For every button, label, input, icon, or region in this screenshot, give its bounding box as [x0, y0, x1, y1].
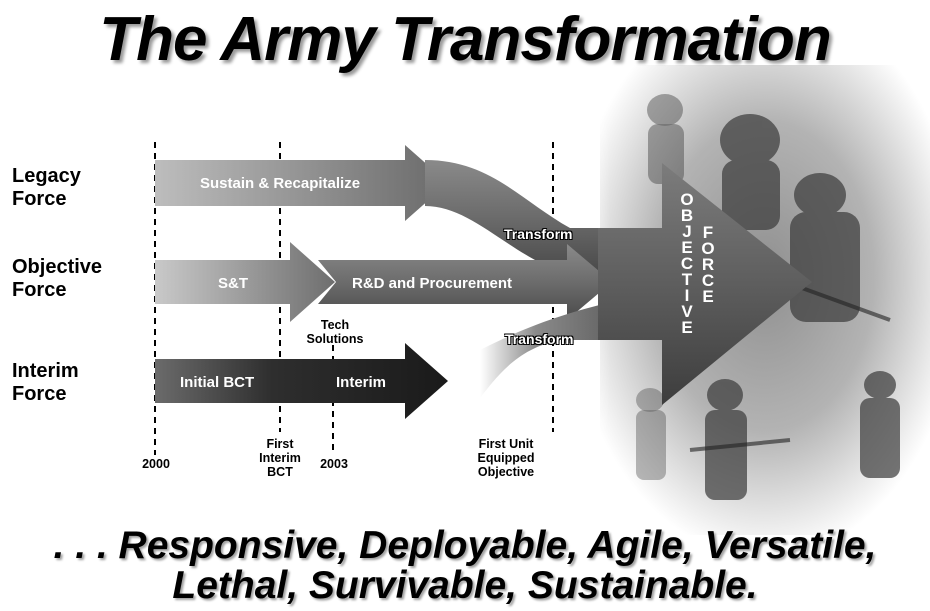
- sustain-arrow: [155, 145, 448, 221]
- interim-arrow: [155, 343, 448, 419]
- rd-arrow: [318, 244, 612, 320]
- upper-transform-label: Transform: [504, 226, 573, 242]
- tech-solutions-label: Tech Solutions: [306, 318, 364, 346]
- year-2003-label: 2003: [320, 457, 348, 471]
- interim-arrow-label: Interim: [336, 374, 387, 391]
- tagline-line-1: . . . Responsive, Deployable, Agile, Ver…: [53, 524, 877, 567]
- tagline-line-2: Lethal, Survivable, Sustainable.: [172, 564, 758, 607]
- page-title: The Army Transformation: [99, 5, 831, 74]
- initial-bct-label: Initial BCT: [180, 374, 255, 391]
- year-2000-label: 2000: [142, 457, 170, 471]
- st-label: S&T: [218, 275, 248, 292]
- first-unit-equipped-label: First Unit Equipped Objective: [477, 437, 535, 479]
- objective-letters: O B J E C T I V E: [680, 190, 694, 337]
- upper-transform-band: [425, 160, 620, 272]
- lower-transform-label: Transform: [505, 331, 574, 347]
- first-interim-bct-label: First Interim BCT: [259, 437, 301, 479]
- sustain-label: Sustain & Recapitalize: [200, 175, 361, 192]
- objective-force-arrow: [598, 163, 812, 405]
- rd-label: R&D and Procurement: [352, 275, 513, 292]
- st-arrow: [155, 242, 335, 322]
- force-letters: F O R C E: [701, 223, 715, 306]
